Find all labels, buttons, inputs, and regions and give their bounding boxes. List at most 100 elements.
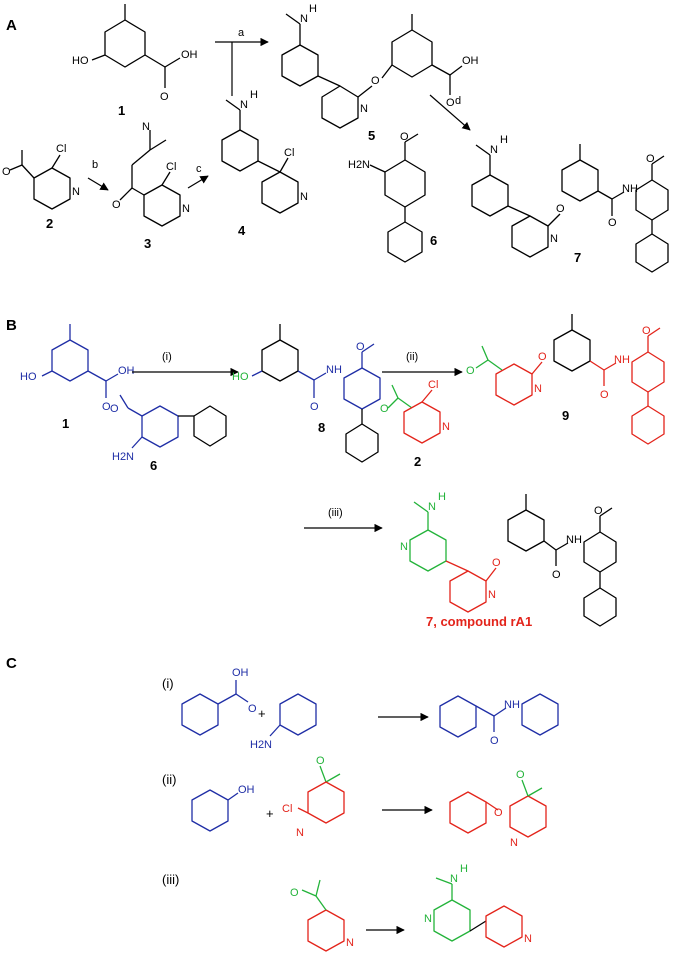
compound-label-7: 7 (574, 250, 581, 265)
atom-n-9: N (534, 383, 542, 395)
atom-oh-5: OH (462, 55, 479, 67)
atom-o-c2p2: O (516, 769, 525, 781)
atom-h-rA1: H (438, 491, 446, 503)
compound-label-2b: 2 (414, 454, 421, 469)
atom-o-7: O (556, 203, 565, 215)
atom-o-c2: O (316, 755, 325, 767)
reaction-c-ii-chloropyridine: O Cl N (282, 755, 345, 839)
atom-h-4: H (250, 89, 258, 101)
compound-label-5: 5 (368, 128, 375, 143)
atom-h-5: H (309, 3, 317, 15)
atom-o-c2p: O (494, 807, 503, 819)
compound-label-8: 8 (318, 420, 325, 435)
atom-o-2: O (2, 166, 11, 178)
atom-n-4b: N (300, 191, 308, 203)
reaction-c-iii-acetylpyridine: O N (290, 879, 354, 952)
atom-o-7c: O (646, 153, 655, 165)
compound-7-structure: N H O N O NH O (471, 134, 669, 273)
atom-n-2: N (72, 186, 80, 198)
compound-label-3: 3 (144, 236, 151, 251)
atom-o-6b: O (110, 403, 119, 415)
reaction-c-i-product: O NH (439, 693, 559, 747)
atom-ho-8: HO (232, 371, 249, 383)
atom-n-5: N (300, 13, 308, 25)
compound-1-structure: HO O OH (72, 4, 198, 103)
atom-n-3: N (142, 121, 150, 133)
step-label-b: b (92, 159, 98, 171)
atom-o-5b: O (446, 97, 455, 109)
atom-o-9: O (466, 365, 475, 377)
atom-n-c2: N (296, 827, 304, 839)
atom-n-2b: N (442, 421, 450, 433)
step-label-ii: (ii) (406, 351, 418, 363)
step-label-c: c (196, 163, 202, 175)
compound-label-6: 6 (430, 233, 437, 248)
compound-label-2: 2 (46, 216, 53, 231)
atom-o: O (160, 91, 169, 103)
plus-c-i: + (258, 706, 266, 721)
step-label-i: (i) (162, 351, 172, 363)
reaction-c-iii-product: N H N N (424, 863, 532, 948)
compound-6b-structure: O H2N (110, 394, 227, 463)
atom-o-c1: O (248, 703, 257, 715)
atom-o-2b: O (380, 403, 389, 415)
compound-2-structure: O Cl N (2, 143, 80, 210)
atom-o-c1p: O (490, 735, 499, 747)
atom-h-c3p: H (460, 863, 468, 875)
atom-o-8: O (310, 401, 319, 413)
atom-o-9c: O (600, 389, 609, 401)
panel-label-c: C (6, 655, 17, 672)
atom-n-c3: N (346, 937, 354, 949)
compound-3-structure: N O Cl N (112, 121, 190, 227)
atom-n-rA1: N (428, 501, 436, 513)
compound-1b-structure: HO O OH (20, 324, 135, 413)
atom-n-5b: N (360, 103, 368, 115)
atom-o-c3: O (290, 887, 299, 899)
atom-ho-1b: HO (20, 371, 37, 383)
atom-cl-2b: Cl (428, 379, 438, 391)
reaction-c-ii-product: O N O (449, 769, 547, 849)
atom-nh-c1p: NH (504, 699, 520, 711)
atom-o-3: O (112, 199, 121, 211)
atom-cl-4: Cl (284, 147, 294, 159)
atom-nh-7: NH (622, 183, 638, 195)
atom-oh-1b: OH (118, 365, 135, 377)
atom-oh: OH (181, 49, 198, 61)
atom-nh-8: NH (326, 364, 342, 376)
atom-nh-rA1: NH (566, 534, 582, 546)
atom-h2n-6b: H2N (112, 451, 134, 463)
compound-2b-structure: O Cl N (380, 379, 450, 444)
atom-n-4: N (240, 99, 248, 111)
atom-o-5: O (371, 75, 380, 87)
compound-label-1b: 1 (62, 416, 69, 431)
compound-4-structure: N H Cl N (221, 89, 308, 214)
atom-n-rA1c: N (488, 589, 496, 601)
atom-o-rA1b: O (552, 569, 561, 581)
panel-label-a: A (6, 17, 17, 34)
compound-label-rA1: 7, compound rA1 (426, 614, 532, 629)
atom-h2n-6: H2N (348, 159, 370, 171)
atom-o-7b: O (608, 217, 617, 229)
atom-o-6: O (400, 131, 409, 143)
atom-o-8b: O (356, 341, 365, 353)
compound-label-4: 4 (238, 223, 246, 238)
compound-label-6b: 6 (150, 458, 157, 473)
reaction-arrow-c (187, 175, 209, 189)
compound-9-structure: O N O O NH O (466, 314, 665, 445)
atom-n-7: N (490, 144, 498, 156)
atom-ho: HO (72, 55, 89, 67)
atom-h-7: H (500, 134, 508, 146)
atom-o-1b: O (102, 401, 111, 413)
reaction-c-i-benzoic-acid: OH O (181, 667, 257, 736)
atom-h2n-c1: H2N (250, 739, 272, 751)
compound-8-structure: HO O NH O (232, 324, 381, 463)
atom-o-9d: O (642, 325, 651, 337)
atom-n-c2p: N (510, 837, 518, 849)
atom-n-3b: N (182, 203, 190, 215)
reaction-c-i-aniline: H2N (250, 693, 317, 751)
reaction-c-ii-phenol: OH (191, 784, 255, 832)
atom-n-7b: N (550, 233, 558, 245)
step-label-d: d (455, 95, 461, 107)
atom-cl-c2: Cl (282, 803, 292, 815)
